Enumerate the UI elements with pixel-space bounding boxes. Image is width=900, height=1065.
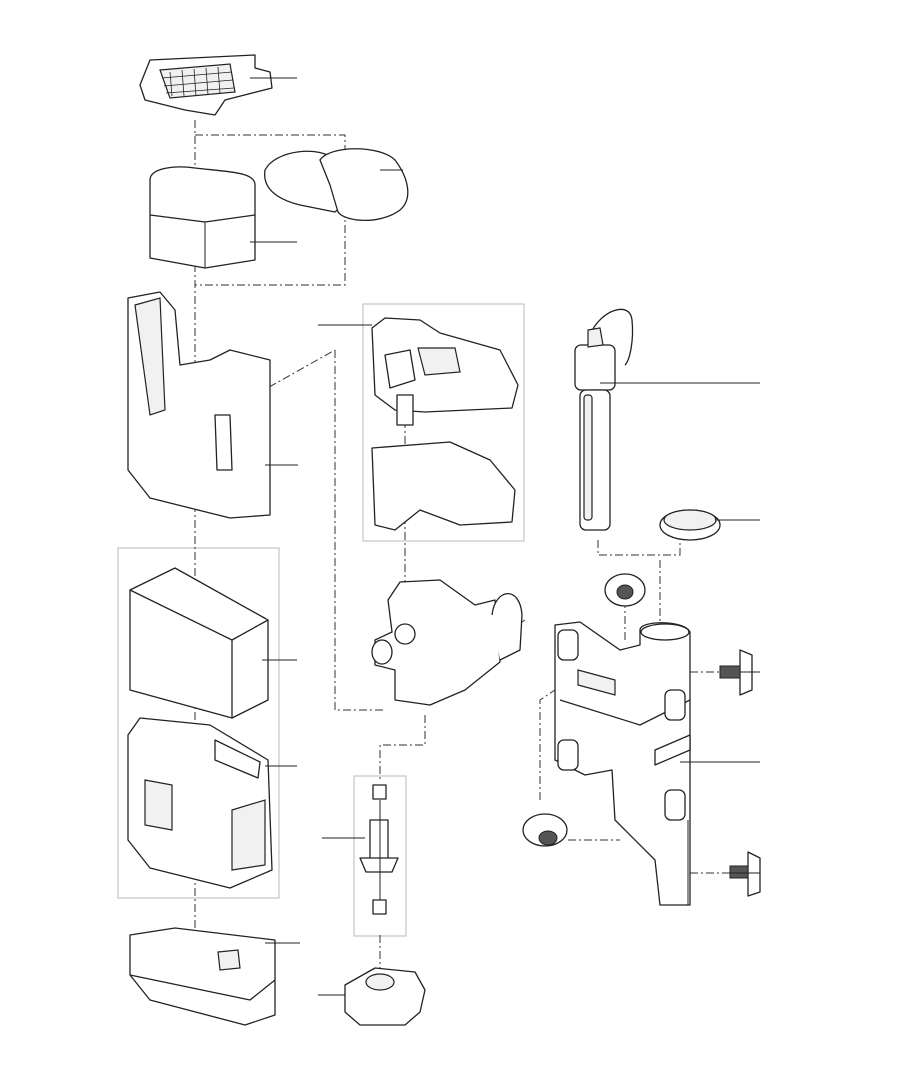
impeller [359, 784, 399, 915]
pump-gasket [371, 441, 516, 531]
heater [574, 308, 634, 531]
impeller-cover [344, 967, 426, 1026]
pump-head-cover [371, 317, 519, 426]
suction-cup-top [604, 573, 646, 607]
heater-cap [659, 509, 721, 541]
filter-cartridge-cage [127, 717, 273, 889]
suction-cup-left [522, 813, 568, 847]
pump-body [371, 579, 523, 706]
filter-cartridge-group-frame [117, 547, 280, 899]
suction-cup-bottom [729, 851, 761, 897]
filter-housing [127, 291, 271, 519]
foam-block [129, 567, 269, 719]
filter-base [129, 927, 276, 1026]
sponge-block [149, 166, 256, 269]
filter-holder-bracket [554, 621, 691, 906]
filter-cover-top [139, 54, 273, 116]
filter-pads [264, 148, 409, 221]
pump-head-group-frame [362, 303, 525, 542]
